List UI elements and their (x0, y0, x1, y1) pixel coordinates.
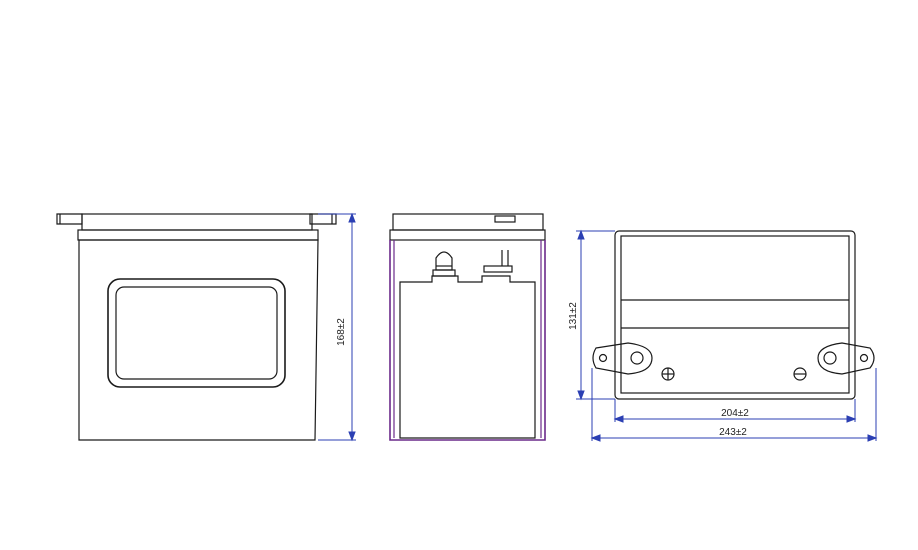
side-terminal-post (435, 251, 453, 271)
side-vent (494, 215, 516, 223)
top-left-terminal-tab (592, 342, 653, 375)
top-view (592, 230, 875, 400)
side-lid-band (389, 229, 546, 241)
front-label-window-outer (107, 278, 286, 388)
side-lid (392, 213, 544, 231)
side-body-outline (389, 240, 546, 441)
top-body-outer (614, 230, 856, 400)
spacing-arrow-right (846, 415, 857, 423)
spacing-dimension-label: 204±2 (721, 408, 749, 419)
front-lid-band (77, 229, 319, 241)
top-left-terminal-hole-1 (598, 353, 608, 363)
depth-arrow-bottom (577, 390, 585, 401)
front-left-ear (56, 213, 83, 225)
top-right-terminal-hole-1 (823, 351, 837, 365)
overall-width-dimension (590, 368, 878, 442)
side-connector (483, 265, 513, 273)
height-arrow-top (348, 212, 356, 223)
height-dimension (318, 212, 356, 442)
height-dimension-label: 168±2 (336, 318, 347, 346)
side-view (389, 213, 546, 441)
top-right-terminal-tab (817, 342, 875, 375)
width-dimension-label: 243±2 (719, 427, 747, 438)
spacing-arrow-left (613, 415, 624, 423)
depth-arrow-top (577, 229, 585, 240)
top-right-terminal-hole-2 (859, 353, 869, 363)
front-body (78, 239, 319, 441)
front-lid (81, 213, 313, 231)
depth-dimension (576, 229, 615, 401)
side-terminal-base (432, 269, 456, 277)
depth-dimension-label: 131±2 (568, 302, 579, 330)
top-body-inner (620, 235, 850, 394)
terminal-spacing-dimension (613, 399, 857, 423)
height-arrow-bottom (348, 431, 356, 442)
side-inner-cell (399, 275, 536, 439)
front-view (56, 213, 337, 441)
top-left-terminal-hole-2 (630, 351, 644, 365)
front-label-window-inner (115, 286, 278, 380)
width-arrow-left (590, 434, 601, 442)
width-arrow-right (867, 434, 878, 442)
